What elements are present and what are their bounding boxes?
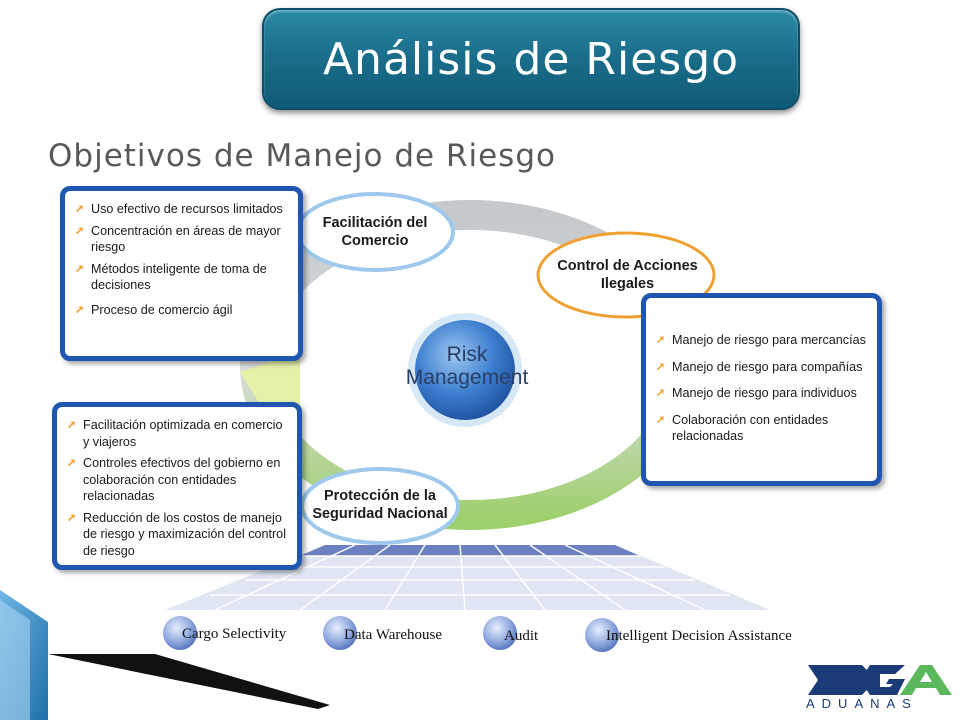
orange-arrow-icon: ➚: [67, 419, 77, 431]
orange-arrow-icon: ➚: [67, 457, 77, 469]
oval-label-line: Comercio: [341, 233, 409, 249]
black-swoosh: [48, 654, 330, 709]
oval-label-line: Ilegales: [600, 276, 655, 292]
oval-label-line: Control de Acciones: [557, 258, 698, 274]
risk-management-line: Management: [405, 366, 529, 389]
oval-label-line: Protección de la: [323, 488, 436, 504]
orange-arrow-icon: ➚: [75, 224, 85, 237]
list-item: ➚ Facilitación optimizada en comercio y v…: [67, 417, 289, 450]
list-item-text: Métodos inteligente de toma de decisione…: [91, 261, 267, 293]
list-item-text: Facilitación optimizada en comercio y vi…: [83, 418, 283, 449]
orange-arrow-icon: ➚: [67, 511, 77, 524]
intelligent-decision-sphere: [585, 618, 619, 652]
list-item: ➚ Uso efectivo de recursos limitados: [75, 201, 290, 218]
dga-logo: [808, 665, 952, 695]
data-warehouse-sphere: [323, 616, 357, 650]
list-item: ➚ Manejo de riesgo para compañías: [656, 359, 869, 376]
box-right: ➚ Manejo de riesgo para mercancías ➚ Manej…: [641, 293, 882, 486]
oval-proteccion: [300, 467, 460, 545]
pillar-cargo-selectivity: Cargo Selectivity: [182, 626, 287, 642]
list-item: ➚ Métodos inteligente de toma de decision…: [75, 261, 290, 294]
slide-corner-decoration-light: [0, 600, 30, 720]
orange-arrow-icon: ➚: [75, 262, 85, 275]
orange-arrow-icon: ➚: [75, 203, 85, 215]
pillar-intelligent-decision-assistance: Intelligent Decision Assistance: [606, 628, 792, 644]
logo-text: ADUANAS: [806, 696, 918, 711]
list-item-text: Uso efectivo de recursos limitados: [91, 202, 283, 216]
list-item-text: Colaboración con entidades relacionadas: [672, 412, 829, 444]
list-item-text: Manejo de riesgo para individuos: [672, 386, 857, 400]
box-bottom-left: ➚ Facilitación optimizada en comercio y v…: [52, 402, 302, 570]
cargo-selectivity-sphere: [163, 616, 197, 650]
list-item-text: Manejo de riesgo para compañías: [672, 359, 863, 374]
list-item: ➚ Controles efectivos del gobierno en col…: [67, 455, 289, 505]
risk-management-line: Risk: [446, 343, 488, 366]
list-item-text: Reducción de los costos de manejo de rie…: [83, 510, 286, 558]
oval-label-line: Seguridad Nacional: [312, 506, 448, 522]
orange-arrow-icon: ➚: [656, 360, 666, 373]
oval-label-control: Control de Acciones Ilegales: [530, 257, 725, 293]
list-item: ➚ Colaboración con entidades relacionadas: [656, 412, 869, 445]
pillar-audit: Audit: [504, 628, 539, 644]
oval-label-line: Facilitación del: [322, 215, 428, 231]
pillar-data-warehouse: Data Warehouse: [344, 627, 443, 643]
list-item-text: Concentración en áreas de mayor riesgo: [91, 223, 281, 255]
list-item: ➚ Reducción de los costos de manejo de ri…: [67, 510, 289, 560]
orange-arrow-icon: ➚: [656, 413, 666, 426]
oval-label-proteccion: Protección de la Seguridad Nacional: [300, 487, 460, 523]
list-item: ➚ Manejo de riesgo para mercancías: [656, 332, 869, 349]
orange-arrow-icon: ➚: [656, 387, 666, 399]
box-top-left: ➚ Uso efectivo de recursos limitados ➚ Con…: [60, 186, 303, 361]
title-banner: Análisis de Riesgo: [262, 8, 800, 110]
slide-title: Análisis de Riesgo: [322, 33, 740, 85]
risk-management-sphere: [415, 320, 515, 420]
list-item-text: Controles efectivos del gobierno en cola…: [83, 456, 281, 503]
orange-arrow-icon: ➚: [75, 303, 85, 316]
list-item-text: Manejo de riesgo para mercancías: [672, 333, 866, 347]
slide-subtitle: Objetivos de Manejo de Riesgo: [48, 138, 556, 174]
grid-floor: [165, 544, 770, 611]
risk-management-label: Risk Management: [392, 343, 542, 389]
audit-sphere: [483, 616, 517, 650]
list-item-text: Proceso de comercio ágil: [91, 302, 233, 317]
list-item: ➚ Concentración en áreas de mayor riesgo: [75, 223, 290, 256]
list-item: ➚ Manejo de riesgo para individuos: [656, 385, 869, 402]
oval-label-facilitacion: Facilitación del Comercio: [300, 214, 450, 250]
list-item: ➚ Proceso de comercio ágil: [75, 302, 290, 319]
orange-arrow-icon: ➚: [656, 334, 666, 346]
